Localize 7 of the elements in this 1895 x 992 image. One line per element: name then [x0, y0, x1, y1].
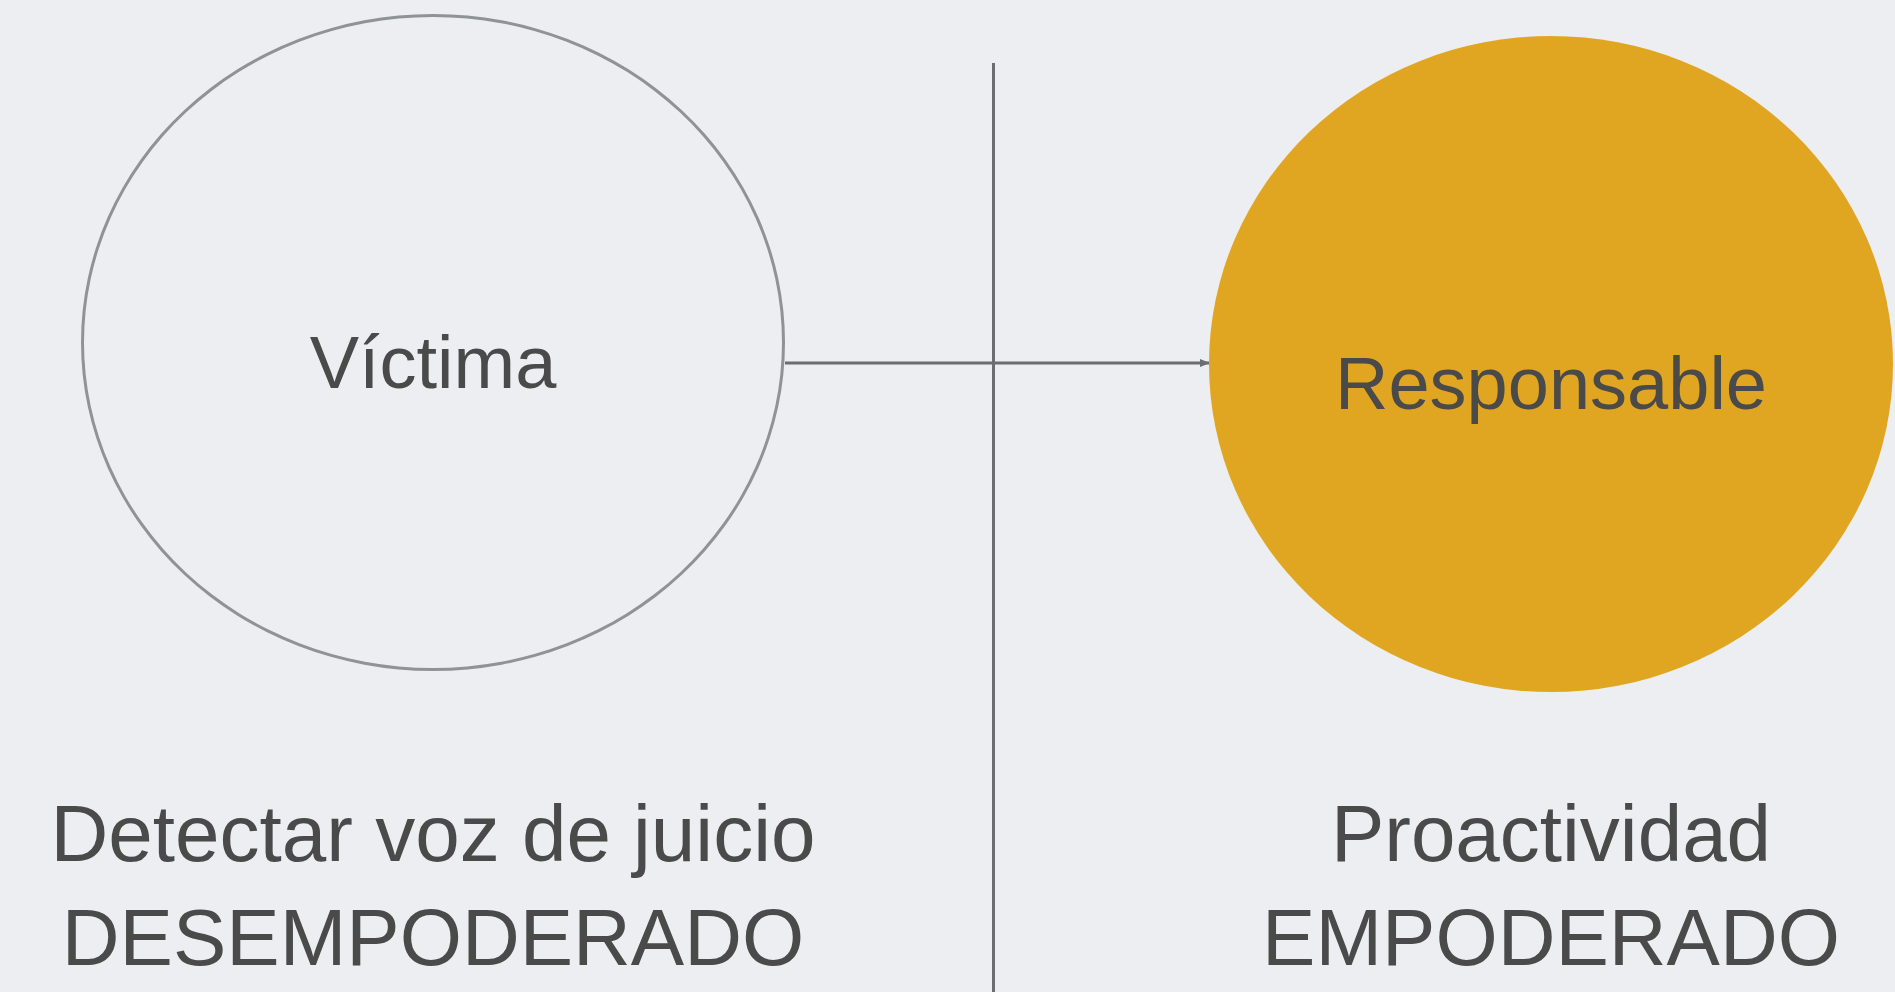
caption-text: EMPODERADO [1262, 892, 1840, 984]
caption-text: DESEMPODERADO [61, 892, 805, 984]
caption-text: Proactividad [1330, 788, 1772, 880]
arrow [785, 359, 1210, 367]
ellipse-node [81, 14, 785, 671]
caption-text: Detectar voz de juicio [50, 788, 816, 880]
node-label: Víctima [309, 325, 557, 400]
